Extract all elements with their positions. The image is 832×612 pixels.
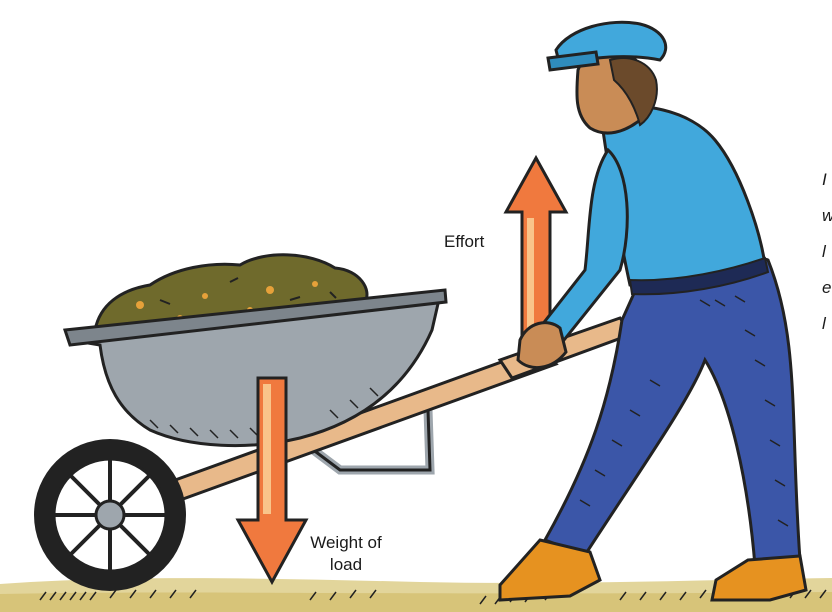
caption-line: l xyxy=(822,306,832,342)
caption-line: e xyxy=(822,270,832,306)
weight-of-load-line-2: load xyxy=(300,554,392,576)
effort-label: Effort xyxy=(444,231,484,253)
caption-line: w xyxy=(822,198,832,234)
caption-line: l xyxy=(822,234,832,270)
weight-of-load-line-1: Weight of xyxy=(300,532,392,554)
side-caption: I w l e l xyxy=(822,162,832,342)
caption-line: I xyxy=(822,162,832,198)
weight-of-load-label: Weight of load xyxy=(300,532,392,576)
barrow-wheel xyxy=(34,439,186,591)
